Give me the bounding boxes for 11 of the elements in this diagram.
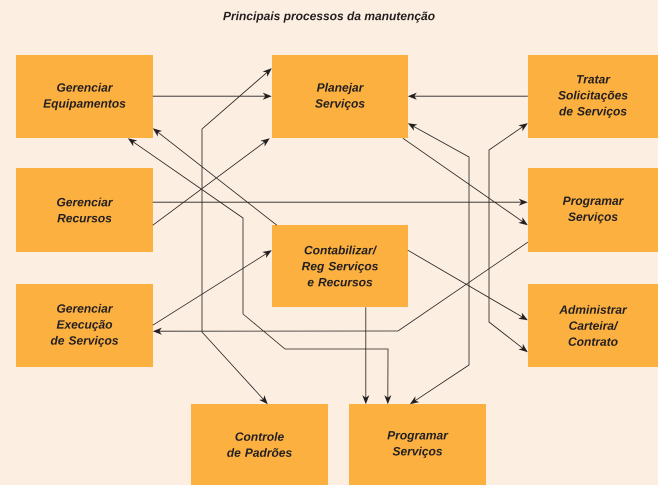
process-box: Tratar Solicitações de Serviços [528, 55, 658, 138]
process-box: Gerenciar Recursos [16, 168, 153, 252]
process-box: Contabilizar/ Reg Serviços e Recursos [272, 225, 408, 307]
process-box: Programar Serviços [349, 404, 486, 485]
process-box: Gerenciar Execução de Serviços [16, 284, 153, 367]
process-box: Gerenciar Equipamentos [16, 55, 153, 138]
process-box: Programar Serviços [528, 168, 658, 252]
process-box: Controle de Padrões [191, 404, 328, 485]
title: Principais processos da manutenção [223, 11, 435, 23]
process-box: Administrar Carteira/ Contrato [528, 284, 658, 367]
process-box: Planejar Serviços [272, 55, 408, 138]
